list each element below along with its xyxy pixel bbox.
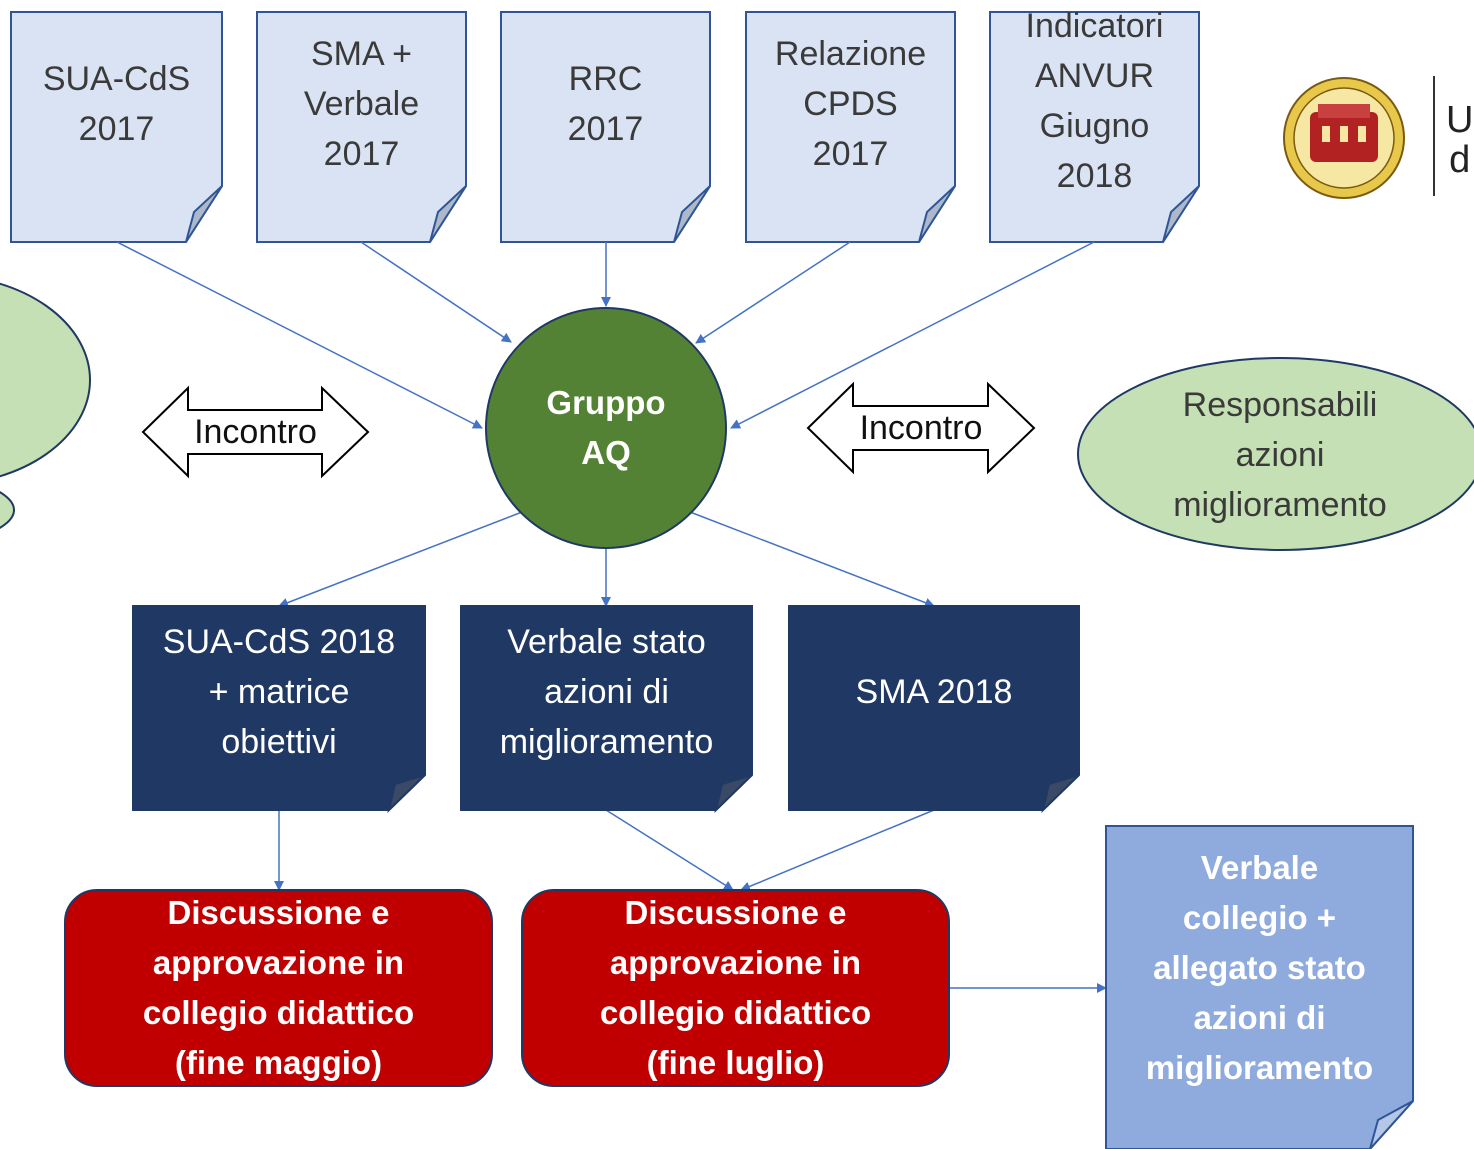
source-doc-label-rrc2017: RRC 2017 [567, 60, 644, 148]
output-doc-label-sua2018: SUA-CdS 2018 + matrice obiettivi [162, 623, 396, 761]
connector-sua2017-to-center [116, 241, 483, 429]
source-doc-label-anvur2018: Indicatori ANVUR Giugno 2018 [1025, 7, 1164, 195]
meeting-label-left: Incontro [194, 412, 317, 451]
source-doc-rrc2017 [500, 11, 711, 243]
meeting-arrow-right [806, 381, 1036, 475]
output-doc-sua2018 [132, 605, 426, 814]
center-node-label: Gruppo AQ [546, 384, 666, 471]
center-node-circle [485, 307, 727, 549]
approval-box-luglio [521, 889, 950, 1087]
final-doc [1105, 825, 1414, 1149]
connector-center-to-sua2018 [278, 511, 523, 608]
output-doc-verbale-stato [460, 605, 753, 814]
meeting-label-right: Incontro [859, 408, 983, 447]
final-doc-label: Verbale collegio + allegato stato azioni… [1145, 848, 1374, 1086]
connector-sma2017-to-center [360, 241, 512, 343]
university-seal-logo [1283, 77, 1405, 199]
approval-label-maggio: Discussione e approvazione in collegio d… [142, 894, 415, 1081]
source-doc-sma2017 [256, 11, 467, 243]
source-doc-label-cpds2017: Relazione CPDS 2017 [774, 35, 927, 173]
connector-center-to-sma2018 [689, 511, 935, 608]
left-stakeholder-ellipse-top [0, 282, 91, 478]
source-doc-anvur2018 [989, 11, 1200, 243]
connector-verbale-stato-to-approval-luglio [605, 809, 734, 891]
university-logo-text: U d [1446, 100, 1474, 180]
source-doc-label-sua2017: SUA-CdS 2017 [42, 60, 191, 148]
meeting-arrow-left [141, 385, 370, 479]
right-stakeholder-label: Responsabili azioni miglioramento [1173, 386, 1387, 524]
connector-sma2018-to-approval-luglio [740, 809, 935, 892]
source-doc-label-sma2017: SMA + Verbale 2017 [303, 35, 420, 173]
connector-anvur2018-to-center [730, 241, 1095, 429]
output-doc-label-sma2018: SMA 2018 [855, 673, 1013, 711]
source-doc-cpds2017 [745, 11, 956, 243]
approval-box-maggio [64, 889, 493, 1087]
approval-label-luglio: Discussione e approvazione in collegio d… [599, 894, 872, 1081]
output-doc-sma2018 [788, 605, 1080, 814]
source-doc-sua2017 [10, 11, 223, 243]
left-stakeholder-ellipse-bottom [0, 491, 15, 529]
output-doc-label-verbale-stato: Verbale stato azioni di miglioramento [499, 623, 714, 761]
right-stakeholder-ellipse [1077, 357, 1474, 551]
connector-cpds2017-to-center [695, 241, 851, 344]
